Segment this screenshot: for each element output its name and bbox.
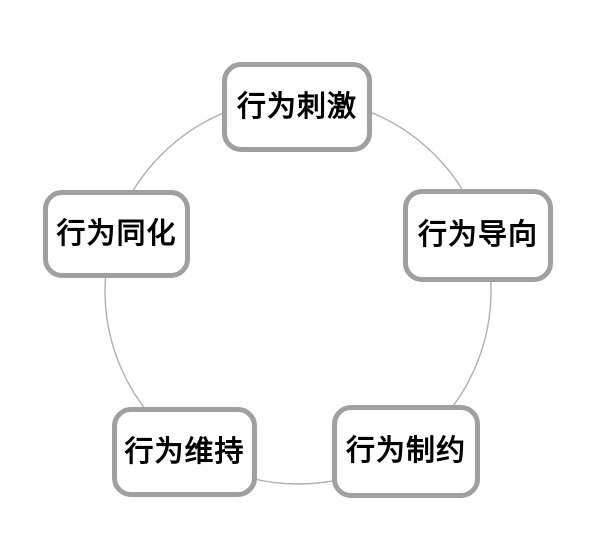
node-label: 行为导向 — [417, 219, 538, 251]
node-label: 行为维持 — [124, 435, 245, 468]
node-label: 行为刺激 — [236, 90, 357, 123]
node-behavior-constraint: 行为制约 — [332, 405, 480, 498]
node-behavior-stimulus: 行为刺激 — [222, 62, 372, 152]
node-behavior-maintenance: 行为维持 — [112, 407, 257, 497]
node-behavior-assimilation: 行为同化 — [43, 190, 190, 278]
node-label: 行为同化 — [56, 217, 177, 250]
node-label: 行为制约 — [345, 435, 466, 467]
node-behavior-orientation: 行为导向 — [403, 189, 553, 282]
